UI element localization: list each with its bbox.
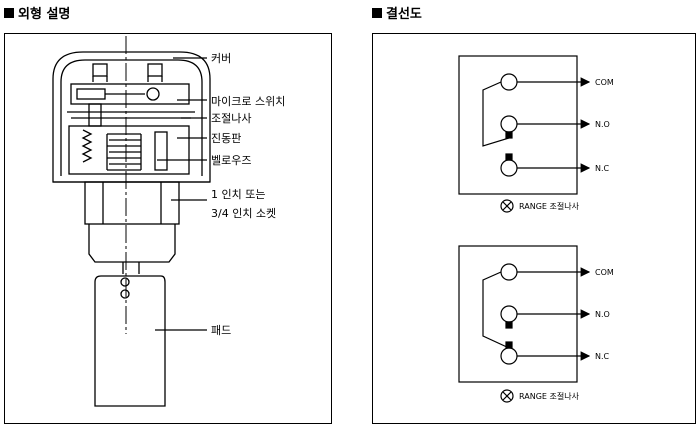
micro-switch-shape: [70, 83, 190, 105]
vibration-plate-shape: [68, 125, 190, 175]
exterior-diagram-panel: 커버 마이크로 스위치 조절나사 진동판 벨로우즈 1 인치 또는 3/4 인치…: [4, 33, 332, 424]
square-bullet-icon: [4, 7, 14, 18]
d2-range-label: RANGE 조절나사: [519, 392, 580, 401]
screw-right: [147, 63, 163, 77]
exterior-heading: 외형 설명: [4, 3, 70, 22]
paddle-shape: [94, 275, 166, 407]
socket-thread: [88, 224, 176, 263]
wiring-heading-text: 결선도: [386, 7, 422, 22]
wiring-drawing: COM N.O N.C RANGE 조절나사 COM N.O N.C RANGE: [458, 55, 614, 403]
d2-com-label: COM: [595, 268, 614, 277]
d2-nc-label: N.C: [595, 352, 610, 361]
label-socket-line1: 1 인치 또는: [211, 188, 265, 201]
socket-nut: [84, 181, 180, 225]
bellows-shape: [107, 133, 141, 171]
d1-nc-label: N.C: [595, 164, 610, 173]
wiring-diagram-2: [458, 245, 591, 403]
label-paddle: 패드: [211, 324, 231, 337]
wiring-diagram-1: [458, 55, 591, 213]
cover-shape: [52, 51, 211, 183]
label-vibration-plate: 진동판: [211, 132, 241, 145]
flow-switch-drawing: 커버 마이크로 스위치 조절나사 진동판 벨로우즈 1 인치 또는 3/4 인치…: [52, 36, 285, 407]
d2-no-label: N.O: [595, 310, 610, 319]
cover-inner-shape: [60, 59, 203, 176]
label-socket-line2: 3/4 인치 소켓: [211, 207, 276, 220]
small-spring: [81, 129, 93, 163]
d1-com-label: COM: [595, 78, 614, 87]
screw-left: [92, 63, 108, 77]
terminal-screw: [146, 87, 160, 101]
d1-range-label: RANGE 조절나사: [519, 202, 580, 211]
wiring-diagram-panel: COM N.O N.C RANGE 조절나사 COM N.O N.C RANGE: [372, 33, 696, 424]
label-bellows: 벨로우즈: [211, 154, 251, 167]
d1-no-label: N.O: [595, 120, 610, 129]
adjust-screw-shape: [88, 103, 102, 127]
label-cover: 커버: [211, 52, 231, 65]
square-bullet-icon: [372, 7, 382, 18]
exterior-heading-text: 외형 설명: [18, 7, 71, 22]
wiring-heading: 결선도: [372, 3, 422, 22]
label-adjust-screw: 조절나사: [211, 112, 251, 125]
label-micro-switch: 마이크로 스위치: [211, 95, 285, 108]
